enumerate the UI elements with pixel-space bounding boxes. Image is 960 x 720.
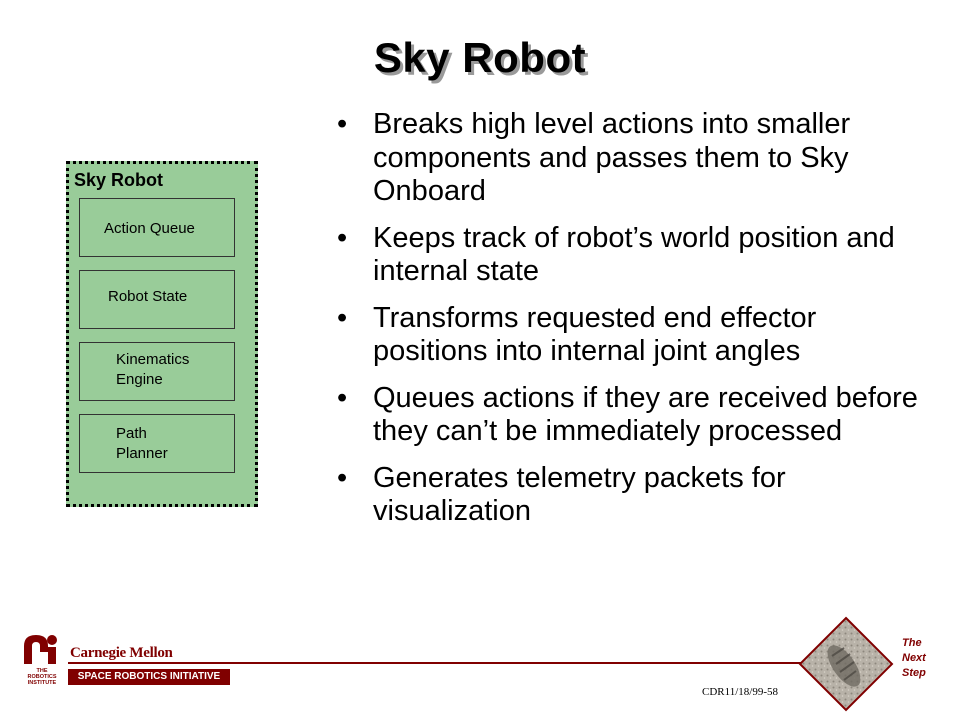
bullet-marker: •: [337, 301, 348, 334]
module-robot-state: Robot State: [79, 270, 235, 329]
diagram-title: Sky Robot: [74, 170, 164, 190]
svg-text:INSTITUTE: INSTITUTE: [28, 680, 57, 686]
svg-text:THE: THE: [37, 668, 48, 674]
bullet-item: • Transforms requested end effector posit…: [336, 302, 926, 369]
bullet-text: Queues actions if they are received befo…: [373, 381, 918, 448]
bullet-item: • Breaks high level actions into smaller …: [336, 108, 926, 209]
module-action-queue: Action Queue: [79, 198, 235, 257]
bullet-text: Generates telemetry packets for visualiz…: [373, 461, 786, 528]
bullet-item: • Generates telemetry packets for visuali…: [336, 462, 926, 529]
document-id: CDR11/18/99-58: [702, 686, 778, 698]
module-label: Action Queue: [104, 220, 195, 237]
tagline: The Next Step: [902, 637, 926, 679]
bullet-item: • Queues actions if they are received bef…: [336, 382, 926, 449]
bullet-text: Transforms requested end effector positi…: [373, 301, 817, 368]
module-kinematics-engine: Kinematics Engine: [79, 342, 235, 401]
module-label: Robot State: [108, 288, 188, 305]
bullet-list: • Breaks high level actions into smaller …: [336, 108, 926, 542]
footer-divider: [68, 662, 810, 664]
bullet-text: Keeps track of robot’s world position an…: [373, 221, 895, 288]
program-banner: SPACE ROBOTICS INITIATIVE: [68, 669, 230, 685]
module-path-planner: Path Planner: [79, 414, 235, 473]
bullet-marker: •: [337, 108, 348, 140]
robotics-institute-logo: THE ROBOTICS INSTITUTE: [24, 635, 57, 686]
bullet-marker: •: [337, 381, 348, 414]
carnegie-mellon-wordmark: Carnegie Mellon: [70, 645, 173, 661]
bullet-text: Breaks high level actions into smaller c…: [373, 108, 851, 207]
svg-text:ROBOTICS: ROBOTICS: [27, 674, 56, 680]
bullet-marker: •: [337, 221, 348, 254]
module-label: Kinematics Engine: [116, 351, 190, 388]
bullet-marker: •: [337, 461, 348, 494]
sky-robot-diagram: Sky Robot Action Queue Robot State Kinem…: [66, 161, 258, 507]
slide-title: Sky Robot: [373, 34, 587, 81]
footprint-diamond-icon: [798, 616, 894, 712]
module-label: Path Planner: [116, 425, 168, 462]
bullet-item: • Keeps track of robot’s world position a…: [336, 222, 926, 289]
